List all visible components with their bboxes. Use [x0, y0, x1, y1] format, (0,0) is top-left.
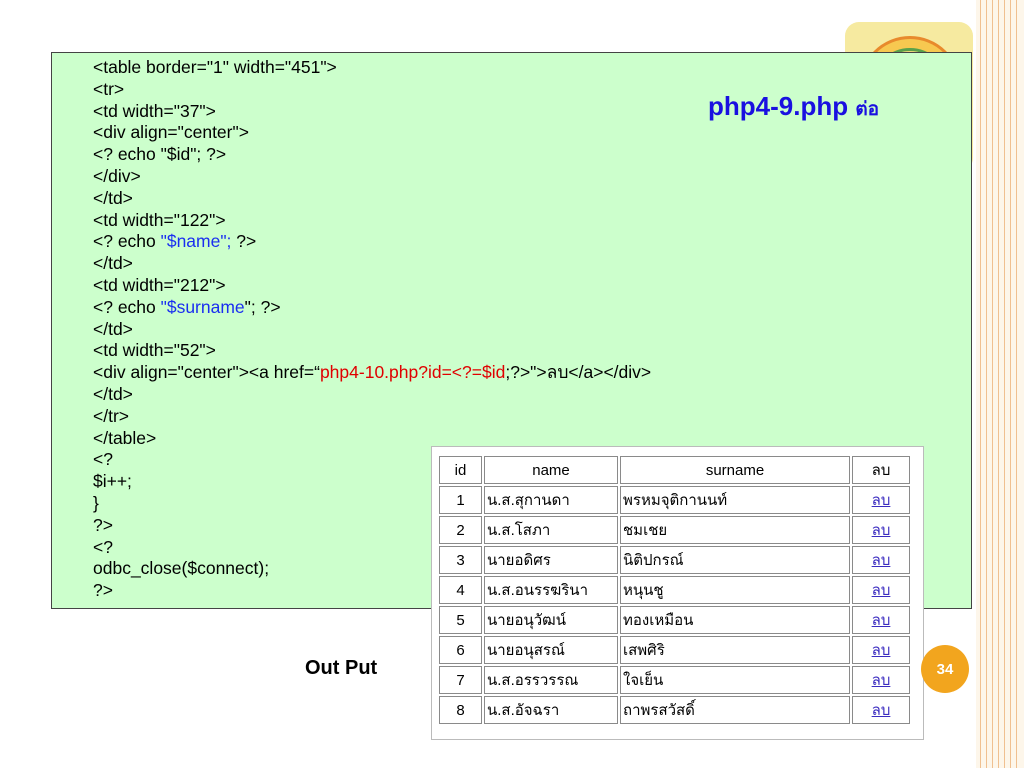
file-title-suffix: ต่อ [855, 99, 880, 120]
decorative-stripes [976, 0, 1024, 768]
delete-link[interactable]: ลบ [871, 612, 891, 629]
code-line: ?> [93, 514, 113, 535]
code-fragment: <? echo [93, 296, 161, 317]
code-fragment: <div align="center"><a href=“ [93, 362, 320, 383]
code-line: </table> [93, 427, 157, 448]
cell-delete: ลบ [852, 696, 910, 724]
code-line: </td> [93, 253, 133, 274]
cell-delete: ลบ [852, 486, 910, 514]
delete-link[interactable]: ลบ [871, 582, 891, 599]
cell-id: 8 [439, 696, 482, 724]
cell-id: 7 [439, 666, 482, 694]
table-row: 8 น.ส.อัจฉรา ถาพรสวัสดิ์ ลบ [439, 696, 910, 724]
code-line: <? [93, 536, 113, 557]
code-line: <? echo "$name"; ?> [93, 231, 651, 253]
cell-id: 2 [439, 516, 482, 544]
cell-surname: ทองเหมือน [620, 606, 850, 634]
code-line: <? echo "$id"; ?> [93, 144, 227, 165]
cell-delete: ลบ [852, 606, 910, 634]
code-highlight: "$name"; [160, 231, 232, 252]
code-line: </div> [93, 165, 141, 186]
cell-delete: ลบ [852, 576, 910, 604]
code-line: <td width="122"> [93, 209, 226, 230]
table-row: 7 น.ส.อรรวรรณ ใจเย็น ลบ [439, 666, 910, 694]
cell-id: 3 [439, 546, 482, 574]
output-label: Out Put [305, 657, 378, 679]
cell-name: นายอนุวัฒน์ [484, 606, 618, 634]
cell-surname: เสพศิริ [620, 636, 850, 664]
cell-name: นายอดิศร [484, 546, 618, 574]
code-line: <td width="212"> [93, 274, 226, 295]
code-line: <table border="1" width="451"> [93, 57, 337, 77]
code-line: } [93, 492, 99, 513]
cell-surname: พรหมจุติกานนท์ [620, 486, 850, 514]
column-header-delete: ลบ [852, 456, 910, 484]
cell-name: น.ส.โสภา [484, 516, 618, 544]
code-line: </td> [93, 318, 133, 339]
code-line: <? [93, 449, 113, 470]
delete-link[interactable]: ลบ [871, 522, 891, 539]
column-header-surname: surname [620, 456, 850, 484]
code-line: <? echo "$surname"; ?> [93, 297, 651, 319]
cell-id: 6 [439, 636, 482, 664]
cell-surname: ใจเย็น [620, 666, 850, 694]
code-line: odbc_close($connect); [93, 558, 270, 579]
code-line: <div align="center"> [93, 122, 249, 143]
table-row: 1 น.ส.สุกานดา พรหมจุติกานนท์ ลบ [439, 486, 910, 514]
cell-surname: ถาพรสวัสดิ์ [620, 696, 850, 724]
code-line: </tr> [93, 405, 129, 426]
code-line: </td> [93, 187, 133, 208]
page-number-badge: 34 [921, 645, 969, 693]
code-line: <tr> [93, 78, 125, 99]
code-fragment: ?> [231, 231, 257, 252]
code-highlight: "$surname [160, 296, 245, 317]
output-table: id name surname ลบ 1 น.ส.สุกานดา พรหมจุต… [437, 454, 912, 726]
cell-name: น.ส.สุกานดา [484, 486, 618, 514]
file-title-name: php4-9.php [708, 91, 849, 121]
cell-surname: หนุนชู [620, 576, 850, 604]
output-preview: id name surname ลบ 1 น.ส.สุกานดา พรหมจุต… [431, 446, 924, 740]
column-header-id: id [439, 456, 482, 484]
cell-surname: ชมเชย [620, 516, 850, 544]
cell-delete: ลบ [852, 636, 910, 664]
cell-name: นายอนุสรณ์ [484, 636, 618, 664]
file-title: php4-9.php ต่อ [708, 91, 879, 124]
code-fragment: "; ?> [244, 296, 281, 317]
cell-delete: ลบ [852, 666, 910, 694]
delete-link[interactable]: ลบ [871, 702, 891, 719]
code-fragment: ;?>">ลบ</a></div> [505, 362, 652, 383]
table-header-row: id name surname ลบ [439, 456, 910, 484]
delete-link[interactable]: ลบ [871, 672, 891, 689]
cell-surname: นิติปกรณ์ [620, 546, 850, 574]
code-listing: <table border="1" width="451"> <tr> <td … [93, 57, 651, 602]
code-line: </td> [93, 383, 133, 404]
code-line: $i++; [93, 471, 132, 492]
code-fragment: <? echo [93, 231, 161, 252]
column-header-name: name [484, 456, 618, 484]
code-highlight: php4-10.php?id=<?=$id [319, 362, 506, 383]
delete-link[interactable]: ลบ [871, 492, 891, 509]
code-line: <td width="52"> [93, 340, 216, 361]
cell-delete: ลบ [852, 516, 910, 544]
cell-name: น.ส.อรรวรรณ [484, 666, 618, 694]
cell-name: น.ส.อัจฉรา [484, 696, 618, 724]
table-row: 3 นายอดิศร นิติปกรณ์ ลบ [439, 546, 910, 574]
cell-name: น.ส.อนรรฆรินา [484, 576, 618, 604]
cell-id: 4 [439, 576, 482, 604]
cell-id: 1 [439, 486, 482, 514]
delete-link[interactable]: ลบ [871, 552, 891, 569]
code-line: <div align="center"><a href=“php4-10.php… [93, 362, 651, 384]
table-row: 2 น.ส.โสภา ชมเชย ลบ [439, 516, 910, 544]
code-line: ?> [93, 580, 113, 601]
table-row: 4 น.ส.อนรรฆรินา หนุนชู ลบ [439, 576, 910, 604]
cell-id: 5 [439, 606, 482, 634]
cell-delete: ลบ [852, 546, 910, 574]
table-row: 6 นายอนุสรณ์ เสพศิริ ลบ [439, 636, 910, 664]
delete-link[interactable]: ลบ [871, 642, 891, 659]
table-row: 5 นายอนุวัฒน์ ทองเหมือน ลบ [439, 606, 910, 634]
code-line: <td width="37"> [93, 100, 216, 121]
